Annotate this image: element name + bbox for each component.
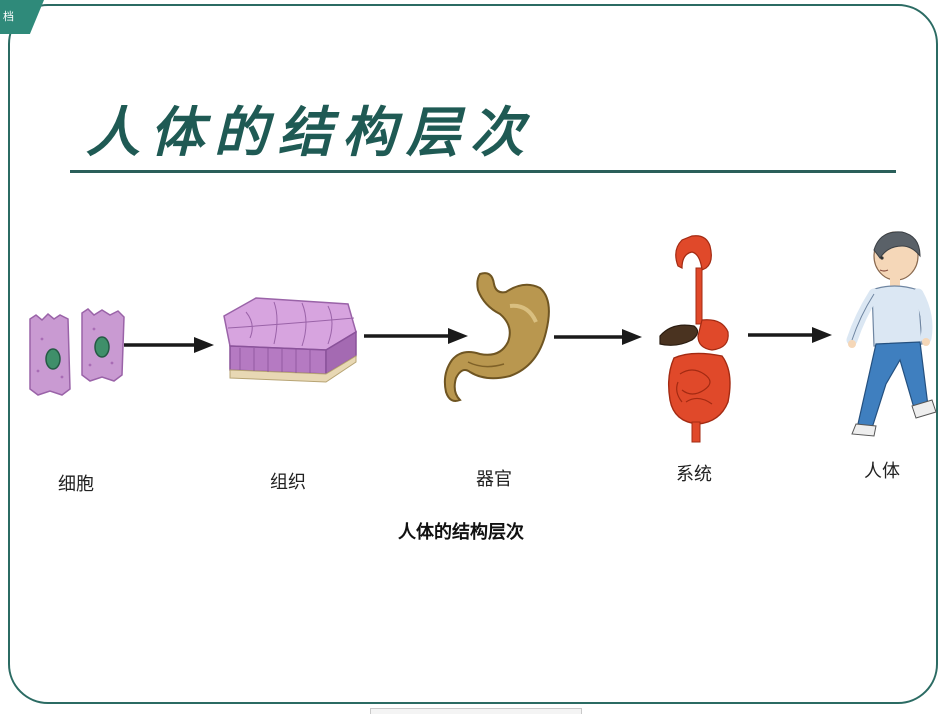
figure-caption: 人体的结构层次 bbox=[398, 522, 524, 543]
corner-tab-text: 档 bbox=[3, 10, 14, 23]
stage-label-system: 系统 bbox=[676, 464, 712, 485]
title-underline bbox=[70, 170, 896, 173]
stage-label-cell: 细胞 bbox=[58, 474, 94, 495]
walking-boy-icon bbox=[846, 231, 937, 437]
bottom-scroll-tab bbox=[370, 708, 582, 714]
cell-icon bbox=[29, 308, 125, 396]
tissue-icon bbox=[223, 297, 357, 383]
digestive-system-icon bbox=[659, 235, 731, 443]
arrow-3 bbox=[554, 329, 642, 345]
stage-label-human-body: 人体 bbox=[864, 461, 900, 482]
stage-label-tissue: 组织 bbox=[270, 472, 306, 493]
arrow-2 bbox=[364, 328, 468, 344]
arrow-4 bbox=[748, 327, 832, 343]
stage-label-organ: 器官 bbox=[476, 469, 512, 490]
arrow-1 bbox=[124, 337, 214, 353]
stomach-organ-icon bbox=[443, 272, 550, 402]
slide-title: 人体的结构层次 bbox=[86, 100, 534, 164]
